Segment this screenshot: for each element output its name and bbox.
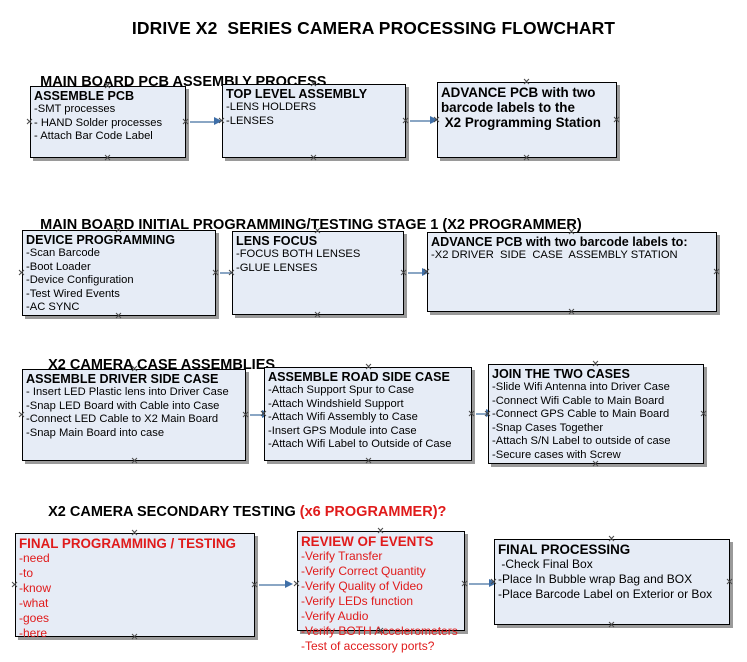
arrow-line — [476, 413, 487, 415]
box-item: -SMT processes — [34, 103, 116, 115]
box-item: -Attach Windshield Support — [268, 397, 404, 410]
box-item: -Verify Transfer — [301, 549, 383, 563]
box-item: - HAND Solder processes — [34, 116, 163, 129]
box-item: barcode labels to the — [441, 100, 575, 115]
box-title: REVIEW OF EVENTS — [301, 534, 434, 549]
arrow-top-level-assembly-to-advance-pcb — [410, 116, 438, 125]
box-item: -Insert GPS Module into Case — [268, 424, 417, 437]
box-item: -Boot Loader — [26, 260, 91, 273]
box-item: -Place Barcode Label on Exterior or Box — [498, 587, 713, 601]
arrow-review-of-events-to-final-processing — [469, 579, 497, 588]
arrow-head — [422, 268, 430, 276]
box-item: -Check Final Box — [498, 557, 593, 571]
box-item: -need — [19, 551, 50, 565]
box-item: -to — [19, 566, 34, 580]
box-item: -Verify Audio — [301, 609, 369, 623]
box-title: FINAL PROGRAMMING / TESTING — [19, 536, 236, 551]
arrow-line — [259, 584, 286, 586]
box-item: - Insert LED Plastic lens into Driver Ca… — [26, 386, 229, 398]
box-item: -Scan Barcode — [26, 247, 101, 259]
arrow-head — [214, 117, 222, 125]
box-assemble-pcb[interactable]: ASSEMBLE PCB -SMT processes - HAND Solde… — [30, 86, 186, 158]
box-advance-pcb-to-driver-side-case-assembly[interactable]: ADVANCE PCB with two barcode labels to: … — [427, 232, 717, 312]
box-title: ASSEMBLE DRIVER SIDE CASE — [26, 372, 219, 386]
arrow-line — [469, 583, 490, 585]
box-item: -Test Wired Events — [26, 287, 120, 300]
box-item: -X2 DRIVER SIDE CASE ASSEMBLY STATION — [431, 249, 678, 261]
box-item-overflow: -Test of accessory ports? — [301, 639, 435, 653]
box-assemble-road-side-case[interactable]: ASSEMBLE ROAD SIDE CASE -Attach Support … — [264, 367, 472, 461]
box-item: -GLUE LENSES — [236, 261, 318, 274]
section-heading-text: X2 CAMERA SECONDARY TESTING — [48, 504, 300, 520]
arrow-head — [489, 579, 497, 587]
box-item: -goes — [19, 611, 50, 625]
box-item: -Attach S/N Label to outside of case — [492, 435, 671, 448]
box-item: -Verify Quality of Video — [301, 579, 423, 593]
box-item: -Connect GPS Cable to Main Board — [492, 408, 670, 421]
box-item: -what — [19, 596, 49, 610]
box-item: -Verify BOTH Accelerometers — [301, 624, 458, 638]
box-title: ASSEMBLE PCB — [34, 89, 135, 103]
box-item: -Connect LED Cable to X2 Main Board — [26, 413, 219, 426]
arrow-lens-focus-to-advance-pcb — [408, 268, 430, 277]
box-item: -here — [19, 626, 48, 640]
arrow-line — [220, 272, 241, 274]
section-heading-text: MAIN BOARD INITIAL PROGRAMMING/TESTING S… — [40, 217, 582, 233]
box-item: -Verify LEDs function — [301, 594, 414, 608]
box-top-level-assembly[interactable]: TOP LEVEL ASSEMBLY -LENS HOLDERS -LENSES — [222, 84, 406, 158]
arrow-final-programming-to-review-of-events — [259, 580, 293, 589]
arrow-line — [190, 121, 215, 123]
arrow-head — [285, 580, 293, 588]
box-item: -Place In Bubble wrap Bag and BOX — [498, 572, 693, 586]
box-item: -Connect Wifi Cable to Main Board — [492, 394, 665, 407]
box-title: DEVICE PROGRAMMING — [26, 233, 176, 247]
box-review-of-events[interactable]: REVIEW OF EVENTS -Verify Transfer -Verif… — [297, 531, 465, 653]
box-final-programming-testing[interactable]: FINAL PROGRAMMING / TESTING -need -to -k… — [15, 533, 255, 640]
arrow-line — [250, 414, 263, 416]
box-item: -Attach Wifi Label to Outside of Case — [268, 438, 452, 451]
box-final-processing[interactable]: FINAL PROCESSING -Check Final Box -Place… — [494, 539, 730, 625]
box-item: -FOCUS BOTH LENSES — [236, 248, 361, 260]
box-item: -LENSES — [226, 114, 274, 127]
box-item: -Snap Cases Together — [492, 421, 604, 434]
arrow-line — [410, 120, 431, 122]
box-title: ADVANCE PCB with two — [441, 85, 596, 100]
box-item: -Attach Wifi Assembly to Case — [268, 411, 418, 424]
arrow-head — [430, 116, 438, 124]
box-advance-pcb-to-x2-programming-station[interactable]: ADVANCE PCB with two barcode labels to t… — [437, 82, 617, 158]
box-item: -know — [19, 581, 52, 595]
box-title: JOIN THE TWO CASES — [492, 367, 630, 381]
box-item: -Snap Main Board into case — [26, 426, 165, 439]
box-item: -Device Configuration — [26, 274, 134, 287]
page-title: IDRIVE X2 SERIES CAMERA PROCESSING FLOWC… — [131, 18, 616, 38]
box-lens-focus[interactable]: LENS FOCUS -FOCUS BOTH LENSES -GLUE LENS… — [232, 231, 404, 315]
box-item: -Snap LED Board with Cable into Case — [26, 399, 220, 412]
section-heading-main-board-initial-programming: MAIN BOARD INITIAL PROGRAMMING/TESTING S… — [24, 201, 582, 249]
box-item: -Slide Wifi Antenna into Driver Case — [492, 381, 670, 393]
box-item: - Attach Bar Code Label — [34, 130, 153, 143]
section-heading-accent: (x6 PROGRAMMER)? — [299, 504, 447, 520]
box-device-programming[interactable]: DEVICE PROGRAMMING -Scan Barcode -Boot L… — [22, 230, 216, 316]
box-title: FINAL PROCESSING — [498, 542, 631, 557]
box-title: ADVANCE PCB with two barcode labels to: — [431, 235, 688, 249]
box-item: X2 Programming Station — [441, 115, 601, 130]
arrow-line — [408, 272, 423, 274]
arrow-assemble-pcb-to-top-level-assembly — [190, 117, 222, 126]
box-item: -Secure cases with Screw — [492, 448, 621, 461]
box-item: -AC SYNC — [26, 301, 80, 314]
box-title: LENS FOCUS — [236, 234, 318, 248]
section-heading-x2-camera-secondary-testing: X2 CAMERA SECONDARY TESTING (x6 PROGRAMM… — [32, 488, 446, 536]
box-title: ASSEMBLE ROAD SIDE CASE — [268, 370, 450, 384]
box-item: -Attach Support Spur to Case — [268, 384, 415, 396]
box-item: -Verify Correct Quantity — [301, 564, 426, 578]
box-assemble-driver-side-case[interactable]: ASSEMBLE DRIVER SIDE CASE - Insert LED P… — [22, 369, 246, 461]
box-title: TOP LEVEL ASSEMBLY — [226, 87, 368, 101]
box-item: -LENS HOLDERS — [226, 101, 317, 113]
box-join-the-two-cases[interactable]: JOIN THE TWO CASES -Slide Wifi Antenna i… — [488, 364, 704, 464]
